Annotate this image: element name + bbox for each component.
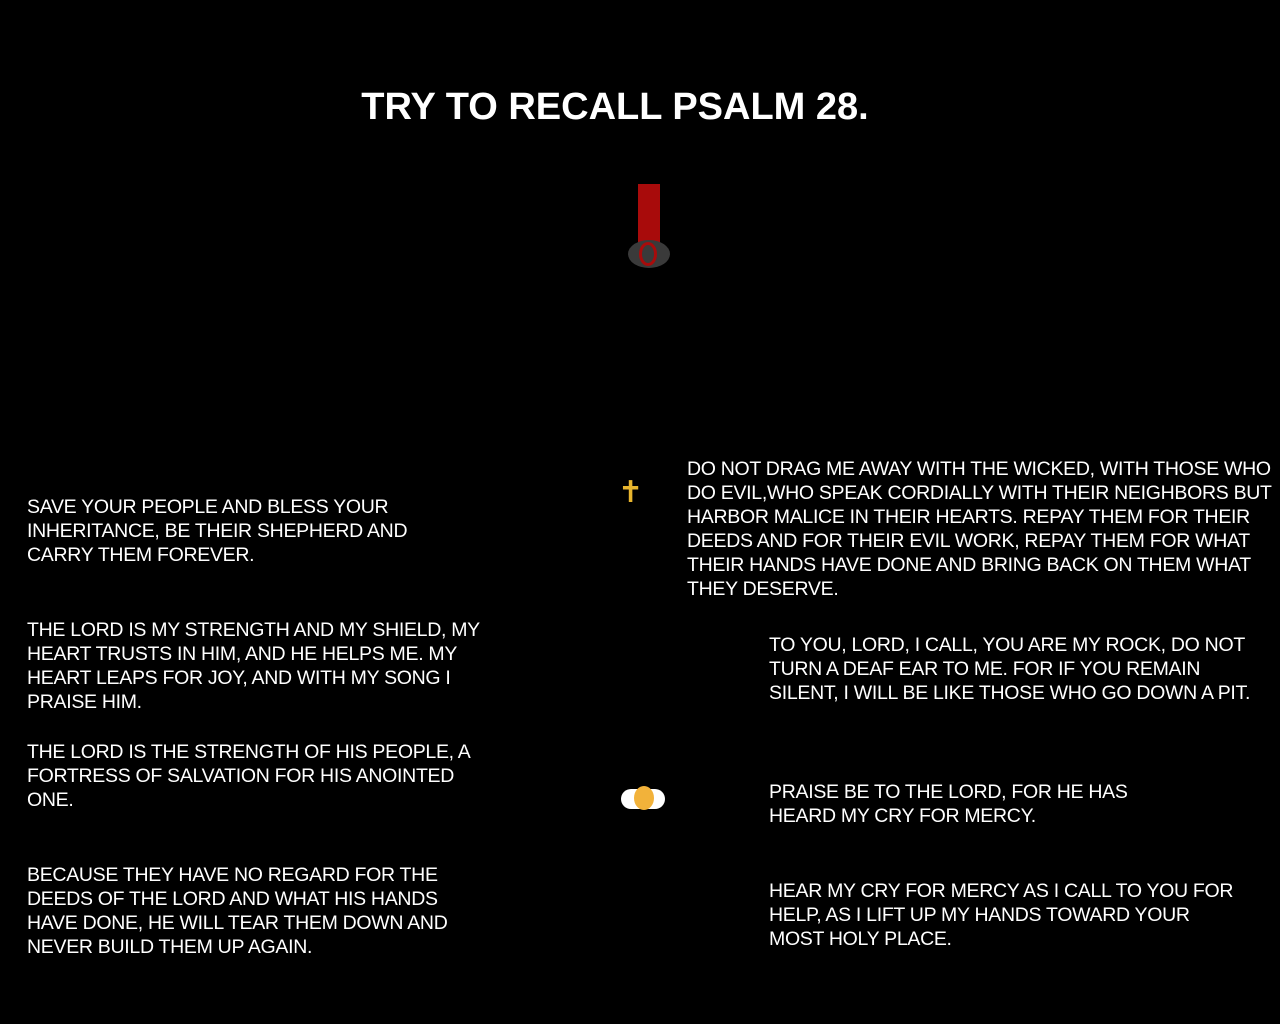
verse-card[interactable]: BECAUSE THEY HAVE NO REGARD FOR THE DEED… <box>27 864 448 958</box>
verse-card[interactable]: TO YOU, LORD, I CALL, YOU ARE MY ROCK, D… <box>769 634 1251 704</box>
verse-card[interactable]: THE LORD IS THE STRENGTH OF HIS PEOPLE, … <box>27 741 470 811</box>
verse-card[interactable]: PRAISE BE TO THE LORD, FOR HE HAS HEARD … <box>769 781 1128 827</box>
cross-icon[interactable]: ✝ <box>618 476 644 509</box>
verse-card[interactable]: HEAR MY CRY FOR MERCY AS I CALL TO YOU F… <box>769 880 1234 950</box>
verse-card[interactable]: THE LORD IS MY STRENGTH AND MY SHIELD, M… <box>27 619 480 713</box>
hands-coin <box>634 786 654 810</box>
pointer-ring <box>639 242 657 266</box>
page-title: TRY TO RECALL PSALM 28. <box>361 86 869 128</box>
scroll-pointer-icon[interactable] <box>626 182 672 272</box>
verse-card[interactable]: SAVE YOUR PEOPLE AND BLESS YOUR INHERITA… <box>27 496 408 566</box>
pointer-bar <box>638 184 660 244</box>
verse-card[interactable]: DO NOT DRAG ME AWAY WITH THE WICKED, WIT… <box>687 458 1272 600</box>
praying-hands-icon[interactable] <box>621 785 667 811</box>
